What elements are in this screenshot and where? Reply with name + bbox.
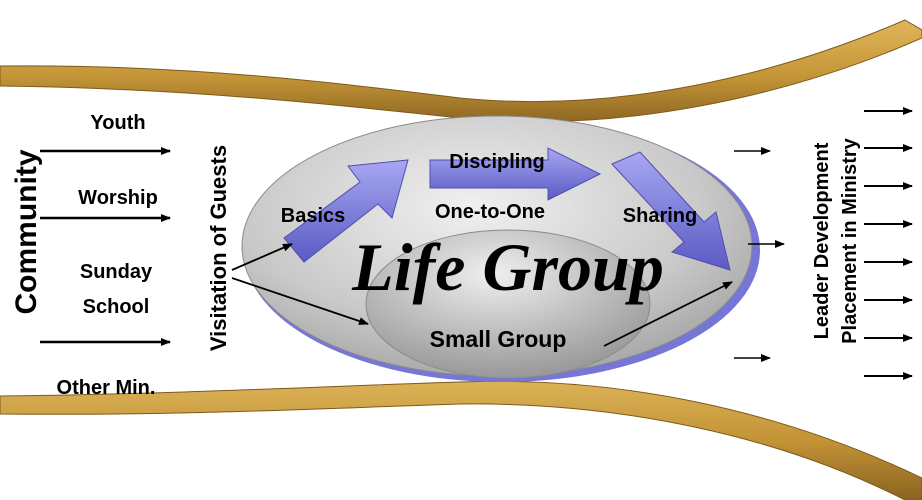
community-label: Community [10, 149, 43, 314]
discipling-label: Discipling [449, 151, 545, 173]
visitation-label: Visitation of Guests [206, 145, 231, 351]
funnel-top-board [0, 20, 922, 122]
school-label: School [83, 296, 150, 318]
one-to-one-label: One-to-One [435, 201, 545, 223]
youth-label: Youth [90, 112, 145, 134]
other-min-label: Other Min. [57, 377, 156, 399]
worship-label: Worship [78, 187, 158, 209]
small-group-label: Small Group [430, 326, 567, 352]
placement-in-ministry-label: Placement in Ministry [839, 137, 861, 343]
sharing-label: Sharing [623, 205, 697, 227]
life-group-title: Life Group [351, 229, 664, 305]
basics-label: Basics [281, 205, 346, 227]
sunday-label: Sunday [80, 261, 153, 283]
leader-development-label: Leader Development [811, 142, 833, 339]
funnel-bottom-board [0, 381, 922, 500]
